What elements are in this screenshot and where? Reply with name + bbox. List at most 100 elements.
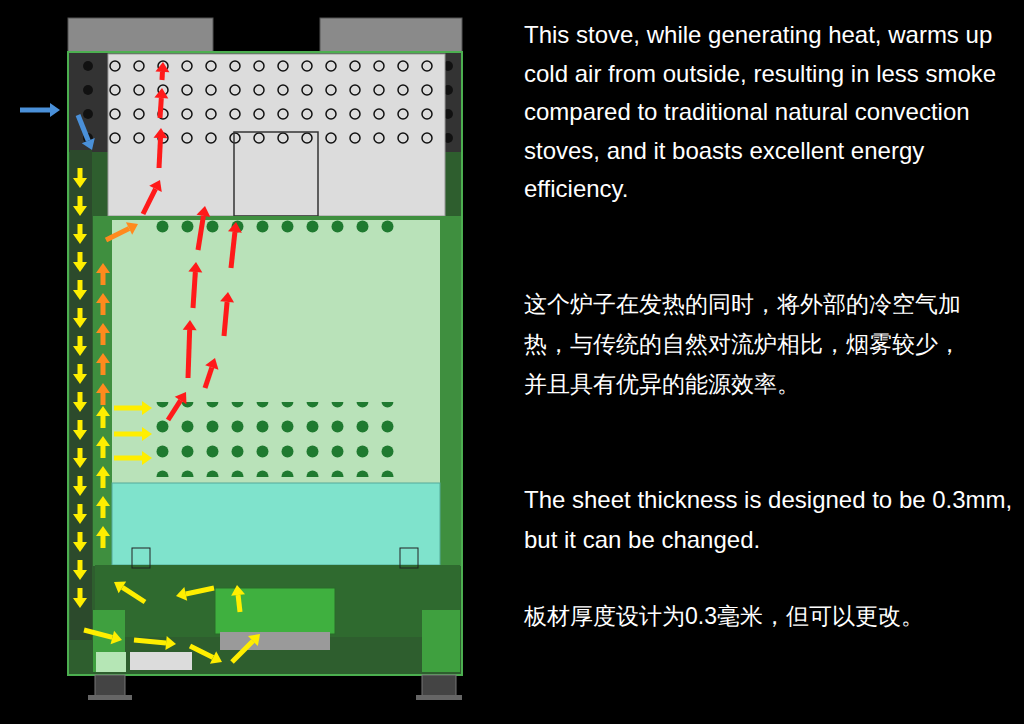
- arrow-head: [183, 320, 197, 330]
- airflow-arrow: [78, 392, 83, 402]
- airflow-arrow: [193, 272, 195, 308]
- description-text: 板材厚度设计为0.3毫米，但可以更改。: [524, 596, 1014, 636]
- arrow-head: [126, 222, 138, 235]
- airflow-arrow: [190, 646, 213, 658]
- arrow-head: [96, 436, 110, 446]
- airflow-arrow: [114, 406, 142, 411]
- airflow-arrow: [224, 302, 227, 336]
- chamber-wall: [93, 216, 462, 566]
- airflow-arrow: [160, 98, 161, 118]
- stove-body: [68, 52, 462, 675]
- arrow-head: [205, 358, 218, 370]
- arrow-head: [73, 346, 87, 356]
- airflow-arrow: [78, 420, 83, 430]
- airflow-arrow: [78, 196, 83, 206]
- airflow-arrow: [159, 138, 161, 168]
- base-plate: [220, 632, 330, 650]
- airflow-arrow: [101, 393, 106, 405]
- perforation: [103, 54, 439, 150]
- airflow-arrow: [78, 588, 83, 598]
- arrow-head: [73, 178, 87, 188]
- airflow-arrow: [78, 252, 83, 262]
- airflow-arrow: [78, 168, 83, 178]
- side-holes: [444, 54, 462, 150]
- arrow-head: [111, 631, 122, 645]
- airflow-arrow: [84, 630, 112, 637]
- arrow-head: [73, 374, 87, 384]
- arrow-head: [96, 323, 110, 333]
- arrow-head: [220, 292, 234, 303]
- arrow-head: [73, 514, 87, 524]
- arrow-head: [231, 585, 245, 596]
- arrow-head: [142, 427, 152, 441]
- airflow-arrow: [78, 448, 83, 458]
- arrow-head: [73, 234, 87, 244]
- arrow-head: [73, 206, 87, 216]
- arrow-head: [73, 430, 87, 440]
- fuel-tray: [112, 483, 440, 565]
- airflow-arrow: [78, 504, 83, 514]
- airflow-arrow: [78, 280, 83, 290]
- arrow-head: [96, 263, 110, 273]
- base-foot: [93, 610, 125, 672]
- arrow-head: [96, 406, 110, 416]
- arrow-head: [73, 458, 87, 468]
- side-holes: [76, 54, 106, 150]
- vent-holes: [150, 214, 400, 239]
- airflow-arrow: [101, 476, 106, 488]
- airflow-arrow: [186, 588, 214, 594]
- inner-square: [234, 132, 318, 216]
- arrow-head: [176, 587, 187, 601]
- top-cap: [68, 18, 213, 52]
- arrow-head: [96, 496, 110, 506]
- top-cap: [320, 18, 462, 52]
- arrow-head: [154, 88, 168, 98]
- airflow-arrow: [101, 506, 106, 518]
- arrow-head: [96, 293, 110, 303]
- combustion-chamber: [112, 220, 440, 485]
- arrow-head: [96, 353, 110, 363]
- base-foot: [422, 610, 460, 672]
- arrow-head: [73, 542, 87, 552]
- side-column: [68, 52, 108, 152]
- arrow-head: [248, 634, 260, 646]
- airflow-arrow: [122, 587, 145, 602]
- arrow-head: [96, 526, 110, 536]
- leg: [422, 675, 456, 697]
- arrow-head: [210, 651, 222, 664]
- foot-block: [400, 548, 418, 568]
- airflow-arrow: [114, 456, 142, 461]
- leg: [88, 695, 132, 700]
- airflow-arrow: [168, 400, 181, 420]
- arrow-head: [114, 582, 126, 594]
- arrow-head: [73, 570, 87, 580]
- arrow-head: [73, 598, 87, 608]
- leg: [95, 675, 125, 697]
- arrow-head: [73, 486, 87, 496]
- airflow-arrow: [20, 108, 50, 113]
- airflow-arrow: [78, 532, 83, 542]
- airflow-arrow: [198, 216, 203, 250]
- airflow-arrows: [20, 62, 260, 664]
- airflow-arrow: [78, 224, 83, 234]
- arrow-head: [50, 103, 60, 117]
- airflow-arrow: [101, 273, 106, 285]
- arrow-head: [149, 180, 162, 192]
- arrow-head: [82, 138, 95, 150]
- description-text: 这个炉子在发热的同时，将外部的冷空气加热，与传统的自然对流炉相比，烟雾较少，并且…: [524, 284, 969, 404]
- airflow-arrow: [101, 416, 106, 428]
- arrow-head: [96, 466, 110, 476]
- airflow-arrow: [78, 476, 83, 486]
- airflow-arrow: [101, 446, 106, 458]
- vent-slot: [130, 652, 192, 670]
- airflow-arrow: [101, 303, 106, 315]
- airflow-arrow: [78, 336, 83, 346]
- vent-holes: [150, 402, 400, 477]
- airflow-arrow: [231, 232, 235, 268]
- airflow-arrow: [205, 367, 212, 388]
- airflow-arrow: [78, 364, 83, 374]
- vent-slot: [96, 652, 126, 672]
- airflow-arrow: [78, 560, 83, 570]
- airflow-arrow: [101, 333, 106, 345]
